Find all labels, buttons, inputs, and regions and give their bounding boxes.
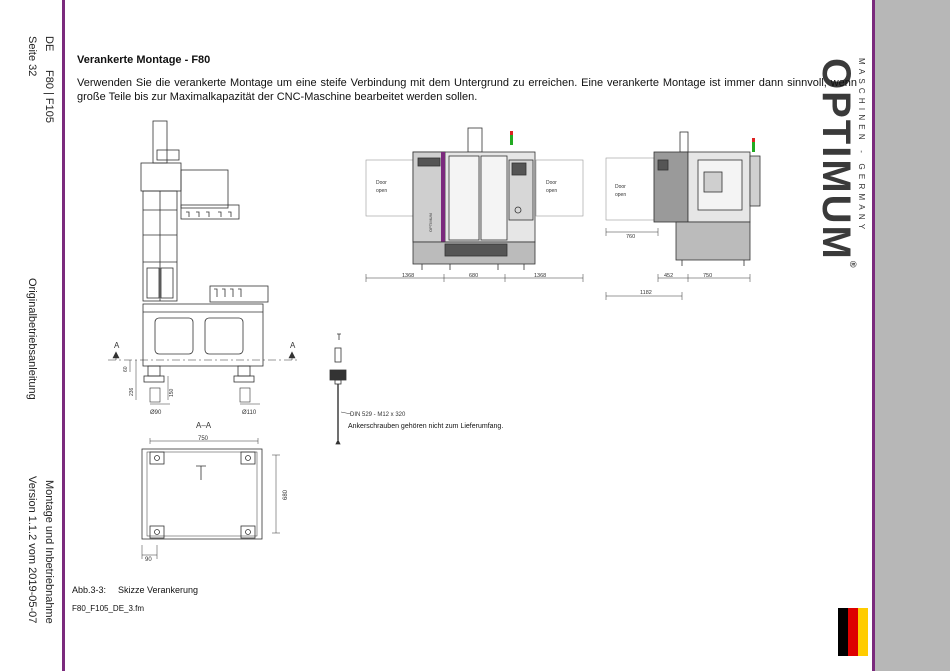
flag-stripe-black — [838, 608, 848, 656]
section-view-label: A–A — [196, 421, 212, 430]
section-title: Verankerte Montage - F80 — [77, 54, 211, 66]
right-margin-rule — [872, 0, 875, 671]
side-view — [605, 131, 761, 300]
door-open-side-line1: Door — [615, 184, 626, 190]
door-open-side-line2: open — [615, 192, 626, 198]
dim-60: 60 — [123, 366, 129, 372]
door-open-left-line2: open — [376, 188, 387, 194]
dim-750-plan: 750 — [198, 436, 209, 442]
side-dim-750: 750 — [703, 273, 712, 279]
door-open-left-line1: Door — [376, 180, 387, 186]
section-marker-left: A — [114, 341, 120, 350]
front-dim-right: 1368 — [534, 273, 546, 279]
dim-236: 236 — [129, 387, 135, 396]
anchor-bolt-spec: DIN 529 - M12 x 320 — [350, 412, 406, 418]
section-body: Verwenden Sie die verankerte Montage um … — [77, 77, 857, 103]
side-dim-760: 760 — [626, 234, 635, 240]
side-dim-452: 452 — [664, 273, 673, 279]
front-dim-left: 1368 — [402, 273, 414, 279]
dim-diameter-110: Ø110 — [242, 410, 257, 416]
section-marker-right: A — [290, 341, 296, 350]
machine-label: OPTIMUM — [428, 213, 433, 232]
anchor-bolt-note: Ankerschrauben gehören nicht zum Lieferu… — [348, 423, 503, 430]
flag-stripe-red — [848, 608, 858, 656]
foot-dimensions — [129, 360, 260, 405]
flag-stripe-gold — [858, 608, 868, 656]
figure-number: Abb.3-3: — [72, 585, 107, 595]
dim-150: 150 — [169, 388, 175, 397]
dim-90-plan: 90 — [145, 557, 152, 563]
left-margin-rule — [62, 0, 65, 671]
side-dim-1182: 1182 — [640, 290, 652, 296]
anchor-bolt — [329, 333, 352, 445]
section-plan-view — [141, 438, 280, 559]
brand-band — [875, 0, 950, 671]
dim-diameter-90: Ø90 — [150, 410, 162, 416]
dim-680-plan: 680 — [283, 489, 289, 500]
figure-caption: Abb.3-3: Skizze Verankerung — [72, 585, 198, 595]
door-open-right-line2: open — [546, 188, 557, 194]
figure-caption-text: Skizze Verankerung — [118, 585, 199, 595]
front-view — [365, 127, 584, 282]
door-open-right-line1: Door — [546, 180, 557, 186]
source-file-name: F80_F105_DE_3.fm — [72, 604, 145, 613]
side-elevation — [108, 120, 298, 383]
front-dim-mid: 680 — [469, 273, 478, 279]
